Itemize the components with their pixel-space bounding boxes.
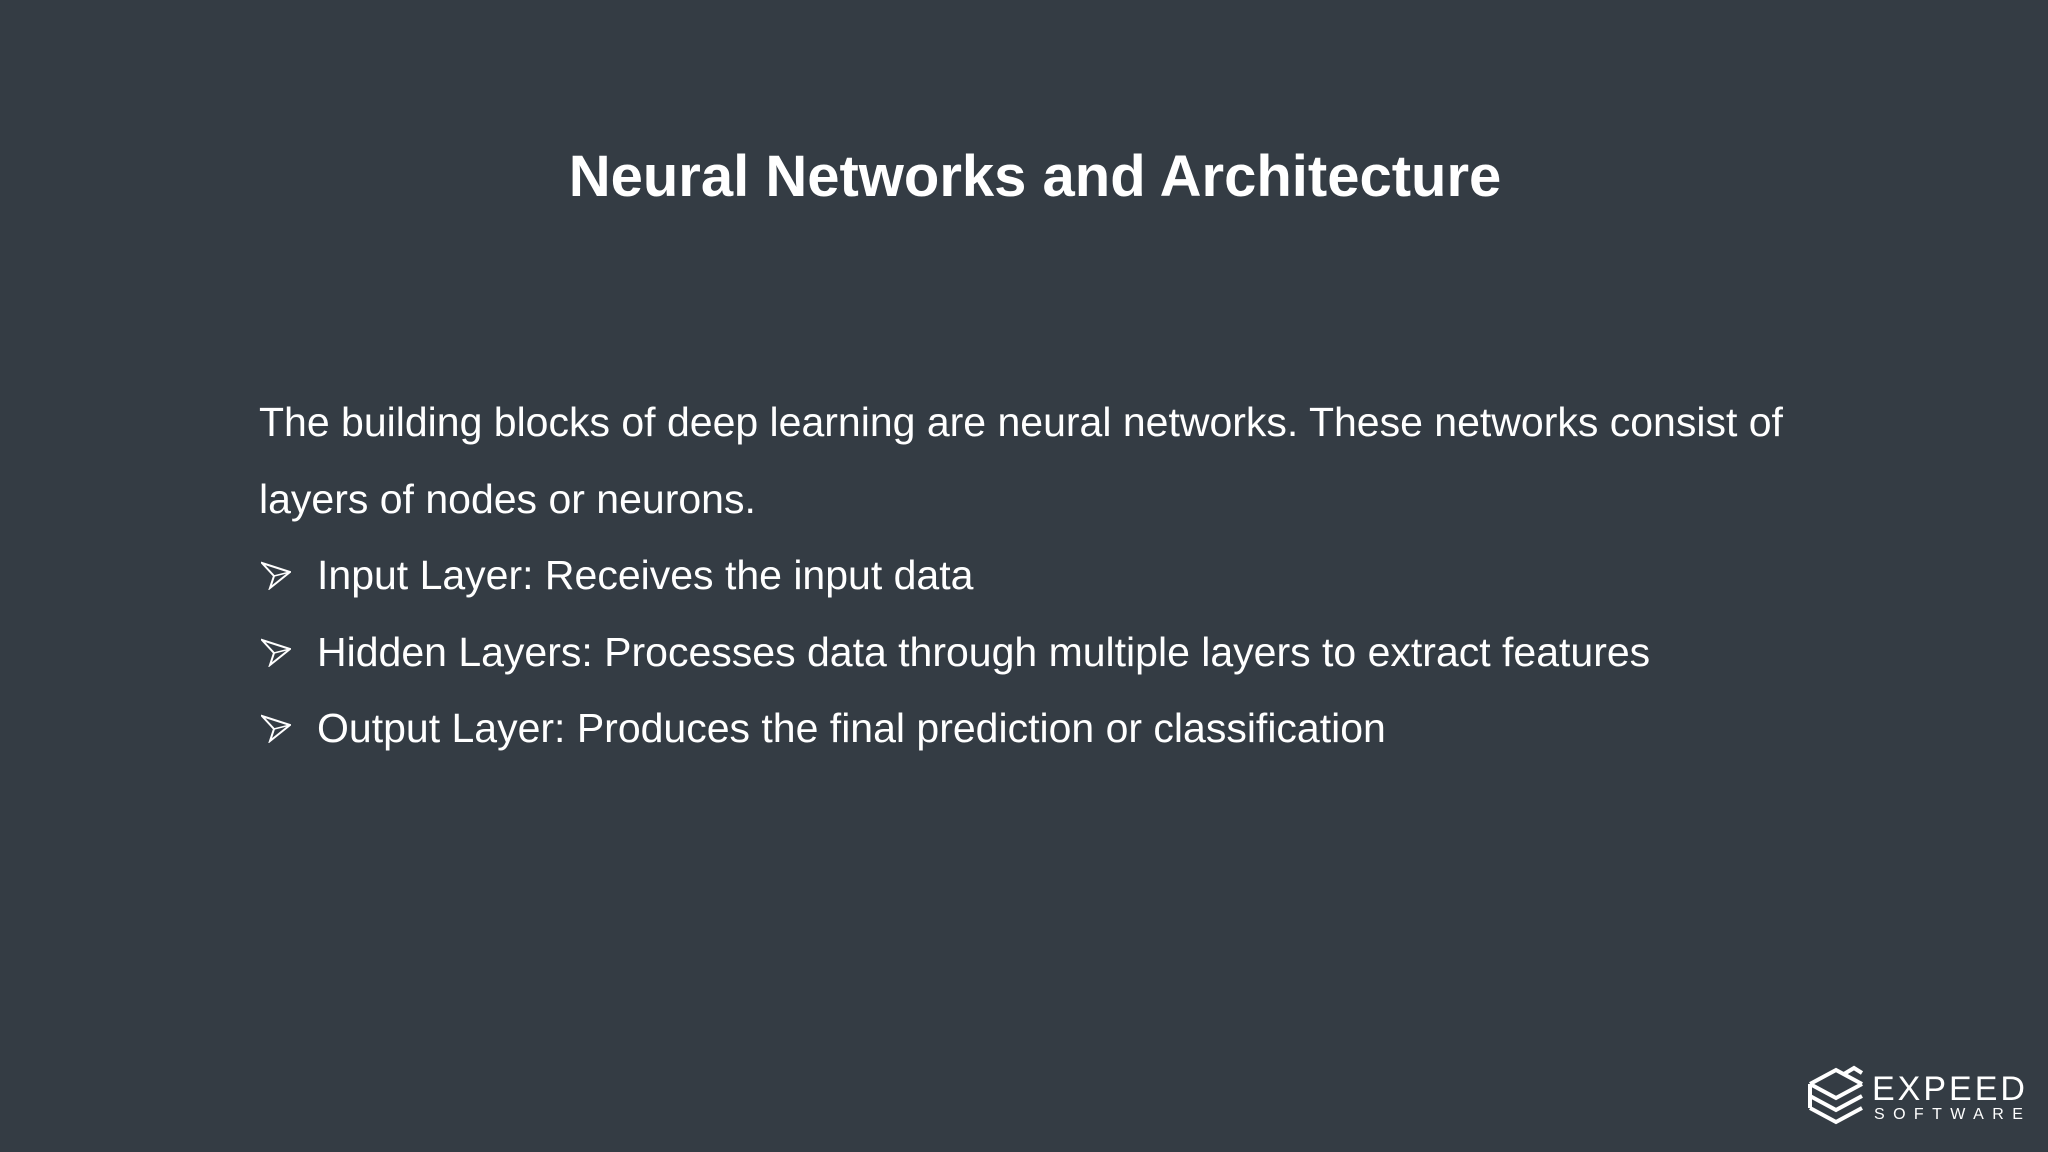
company-logo: EXPEED SOFTWARE [1806,1064,2025,1130]
arrow-bullet-icon [261,638,291,667]
bullet-text: Hidden Layers: Processes data through mu… [317,628,1651,675]
slide-body: The building blocks of deep learning are… [259,384,1899,767]
bullet-text: Input Layer: Receives the input data [317,552,974,598]
slide-title: Neural Networks and Architecture [568,144,1502,209]
bullet-item-input-layer: Input Layer: Receives the input data [259,537,1899,614]
intro-line-2: layers of nodes or neurons. [259,475,756,522]
arrow-bullet-icon [261,561,291,590]
intro-line-1: The building blocks of deep learning are… [259,399,1783,445]
logo-subtitle: SOFTWARE [1874,1106,2032,1123]
bullet-text: Output Layer: Produces the final predict… [317,705,1386,751]
logo-wordmark: EXPEED [1872,1070,2028,1108]
intro-paragraph: The building blocks of deep learning are… [259,384,1899,537]
bullet-item-hidden-layers: Hidden Layers: Processes data through mu… [259,614,1899,691]
arrow-bullet-icon [261,714,291,743]
expeed-logo-icon [1808,1065,1864,1125]
bullet-list: Input Layer: Receives the input data Hid… [259,537,1899,767]
bullet-item-output-layer: Output Layer: Produces the final predict… [259,690,1899,767]
